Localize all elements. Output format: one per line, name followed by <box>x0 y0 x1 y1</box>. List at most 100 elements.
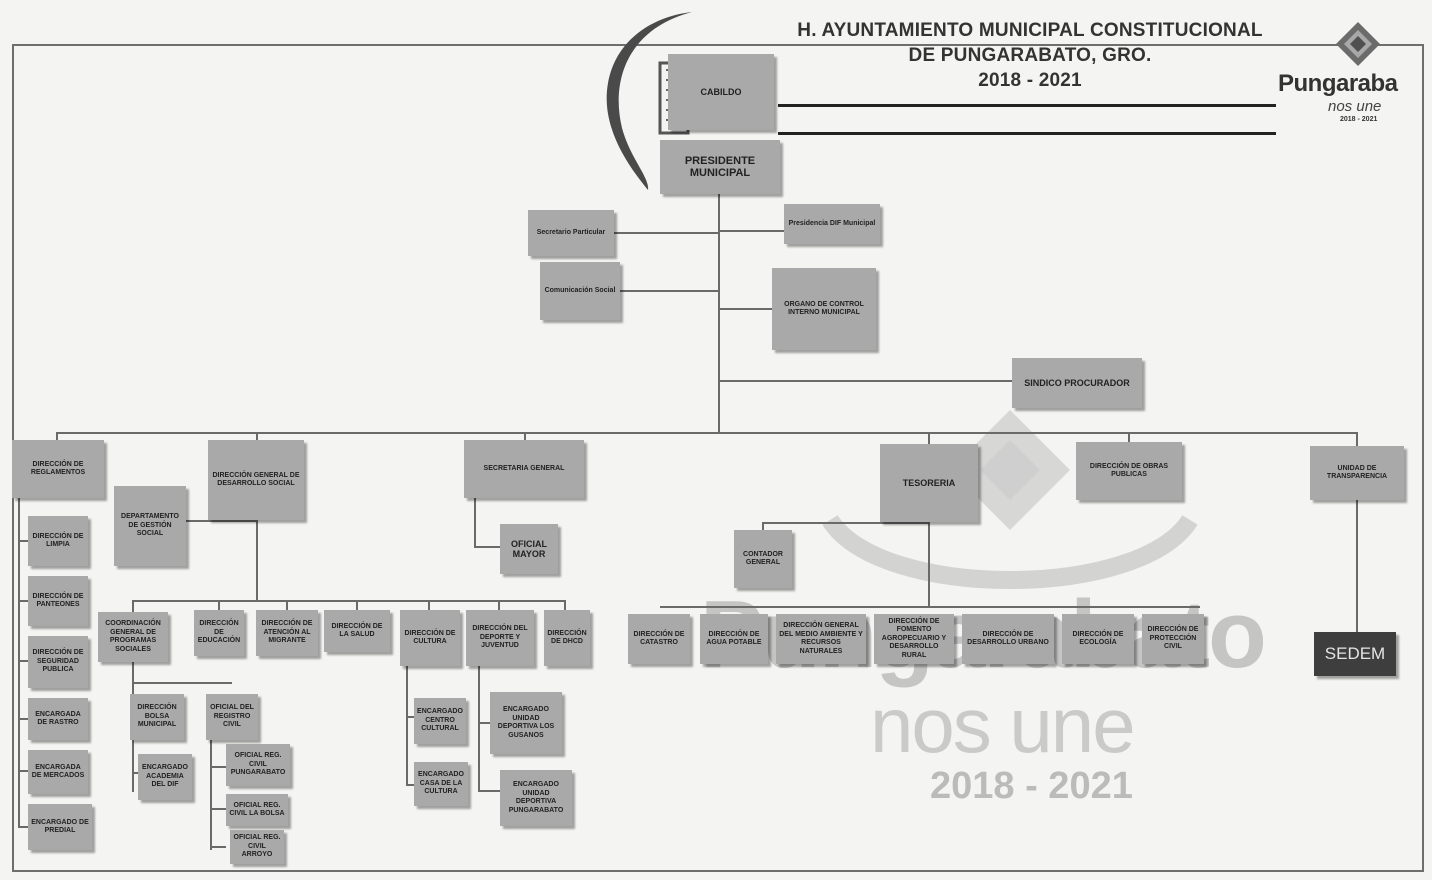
box-dir-dhcd: DIRECCIÓN DE DHCD <box>544 610 590 666</box>
box-dir-panteones: DIRECCIÓN DE PANTEONES <box>28 576 88 626</box>
connector-coord-down <box>132 662 134 682</box>
connector-tesoreria-bar <box>660 606 1200 608</box>
connector-com-social <box>620 290 718 292</box>
connector-reg-bis <box>210 766 226 768</box>
box-dir-obras: DIRECCIÓN DE OBRAS PUBLICAS <box>1076 442 1182 500</box>
box-enc-predial: ENCARGADO DE PREDIAL <box>28 804 92 850</box>
box-oficial-reg-bolsa: OFICIAL REG. CIVIL LA BOLSA <box>226 794 288 826</box>
connector-coord-bar <box>132 682 232 684</box>
box-dir-fomento: DIRECCIÓN DE FOMENTO AGROPECUARIO Y DESA… <box>874 614 954 664</box>
connector-organo <box>720 308 772 310</box>
diamond-logo-icon <box>1336 22 1380 66</box>
logo-year: 2018 - 2021 <box>1340 116 1378 123</box>
connector-drop-coord <box>132 600 134 612</box>
connector-registro-down <box>210 740 212 850</box>
title-line-2: DE PUNGARABATO, GRO. <box>908 45 1152 66</box>
box-dir-bolsa: DIRECCIÓN BOLSA MUNICIPAL <box>130 694 184 740</box>
box-enc-academia: ENCARGADO ACADEMIA DEL DIF <box>138 754 192 800</box>
connector-secretaria-down <box>474 498 476 546</box>
connector-drop-salud <box>356 600 358 610</box>
box-tesoreria: TESORERIA <box>880 444 978 522</box>
watermark-puzzle-icon <box>822 410 1198 589</box>
box-dir-atencion-migrante: DIRECCIÓN DE ATENCIÓN AL MIGRANTE <box>256 610 318 656</box>
box-dir-catastro: DIRECCIÓN DE CATASTRO <box>628 614 690 664</box>
connector-drop-obras <box>1128 432 1130 442</box>
connector-sindico <box>720 380 1012 382</box>
connector-sec-part <box>614 232 718 234</box>
box-sindico: SINDICO PROCURADOR <box>1012 358 1142 408</box>
logo-tagline: nos une <box>1328 98 1382 115</box>
connector-seguridad <box>18 660 28 662</box>
connector-predial <box>18 826 28 828</box>
box-dir-educacion: DIRECCIÓN DE EDUCACIÓN <box>194 610 244 656</box>
box-dir-seguridad: DIRECCIÓN DE SEGURIDAD PUBLICA <box>28 636 88 688</box>
sedem-badge: SEDEM <box>1314 632 1396 676</box>
title-line-1: H. AYUNTAMIENTO MUNICIPAL CONSTITUCIONAL <box>797 20 1263 41</box>
connector-header-2 <box>778 132 1276 135</box>
connector-dif <box>720 230 784 232</box>
connector-unidad-dep <box>478 722 490 724</box>
watermark-year: 2018 - 2021 <box>930 765 1133 807</box>
box-dir-limpia: DIRECCIÓN DE LIMPIA <box>28 516 88 566</box>
connector-rastro <box>18 718 28 720</box>
box-oficial-mayor: OFICIAL MAYOR <box>500 524 558 574</box>
pungarabato-logo: Pungaraba nos une 2018 - 2021 <box>1278 16 1428 126</box>
connector-drop-transparencia <box>1356 432 1358 446</box>
connector-top-bar <box>56 432 1358 434</box>
connector-drop-secretaria <box>524 432 526 442</box>
page-title: H. AYUNTAMIENTO MUNICIPAL CONSTITUCIONAL… <box>770 18 1290 93</box>
box-secretaria-general: SECRETARIA GENERAL <box>464 440 584 498</box>
title-period: 2018 - 2021 <box>978 70 1082 91</box>
box-enc-mercados: ENCARGADA DE MERCADOS <box>28 750 88 794</box>
box-dir-deporte: DIRECCIÓN DEL DEPORTE Y JUVENTUD <box>466 610 534 666</box>
connector-reglamentos-trunk <box>18 498 20 828</box>
connector-contador <box>762 522 928 524</box>
connector-centro-cultural <box>406 716 416 718</box>
box-unidad-transparencia: UNIDAD DE TRANSPARENCIA <box>1310 446 1404 500</box>
connector-drop-dhcd <box>564 600 566 610</box>
connector-reg-arroyo <box>210 846 226 848</box>
connector-deporte-down <box>478 666 480 790</box>
box-organo-control: ORGANO DE CONTROL INTERNO MUNICIPAL <box>772 268 876 350</box>
connector-main-trunk <box>718 194 720 434</box>
box-enc-casa-cultura: ENCARGADO CASA DE LA CULTURA <box>414 762 468 806</box>
box-enc-centro-cultural: ENCARGADO CENTRO CULTURAL <box>414 698 466 744</box>
connector-header-1 <box>778 104 1276 107</box>
connector-academia <box>132 772 142 774</box>
box-enc-rastro: ENCARGADA DE RASTRO <box>28 698 88 740</box>
connector-drop-tesoreria <box>928 432 930 444</box>
connector-tesoreria-trunk <box>928 522 930 608</box>
connector-drop-edu <box>218 600 220 610</box>
box-dir-desarrollo-urbano: DIRECCIÓN DE DESARROLLO URBANO <box>962 614 1054 664</box>
box-enc-unidad-deportiva: ENCARGADO UNIDAD DEPORTIVA LOS GUSANOS <box>490 692 562 754</box>
connector-desarrollo-trunk <box>256 520 258 602</box>
box-contador-general: CONTADOR GENERAL <box>734 530 792 588</box>
box-depto-gestion: DEPARTAMENTO DE GESTIÓN SOCIAL <box>114 486 186 566</box>
connector-mercados <box>18 770 28 772</box>
box-oficial-reg-bis: OFICIAL REG. CIVIL PUNGARABATO <box>226 744 290 786</box>
connector-casa-cultura <box>406 784 416 786</box>
connector-drop-deporte <box>498 600 500 610</box>
box-comunicacion-social: Comunicación Social <box>540 262 620 320</box>
logo-wordmark: Pungaraba <box>1278 70 1398 97</box>
box-oficial-reg-arroyo: OFICIAL REG. CIVIL ARROYO <box>230 830 284 864</box>
connector-transparencia-down <box>1356 500 1358 634</box>
connector-drop-reglamentos <box>56 432 58 442</box>
box-dir-reglamentos: DIRECCIÓN DE REGLAMENTOS <box>12 440 104 498</box>
connector-desarrollo-bar <box>132 600 566 602</box>
watermark-tagline: nos une <box>870 681 1136 769</box>
box-oficial-registro: OFICIAL DEL REGISTRO CIVIL <box>206 694 258 740</box>
connector-contador-drop <box>762 522 764 530</box>
box-dir-gral-desarrollo: DIRECCIÓN GENERAL DE DESARROLLO SOCIAL <box>208 440 304 520</box>
connector-limpia <box>18 540 28 542</box>
box-dir-ecologia: DIRECCIÓN DE ECOLOGÍA <box>1062 614 1134 664</box>
connector-panteones <box>18 600 28 602</box>
connector-drop-migrante <box>286 600 288 610</box>
connector-oficial-mayor <box>474 546 500 548</box>
connector-drop-desarrollo <box>256 432 258 442</box>
box-dir-salud: DIRECCIÓN DE LA SALUD <box>324 610 390 652</box>
box-presidencia-dif: Presidencia DIF Municipal <box>784 204 880 244</box>
box-dir-medio-ambiente: DIRECCIÓN GENERAL DEL MEDIO AMBIENTE Y R… <box>776 614 866 664</box>
connector-unidad-dep-pung <box>478 790 500 792</box>
